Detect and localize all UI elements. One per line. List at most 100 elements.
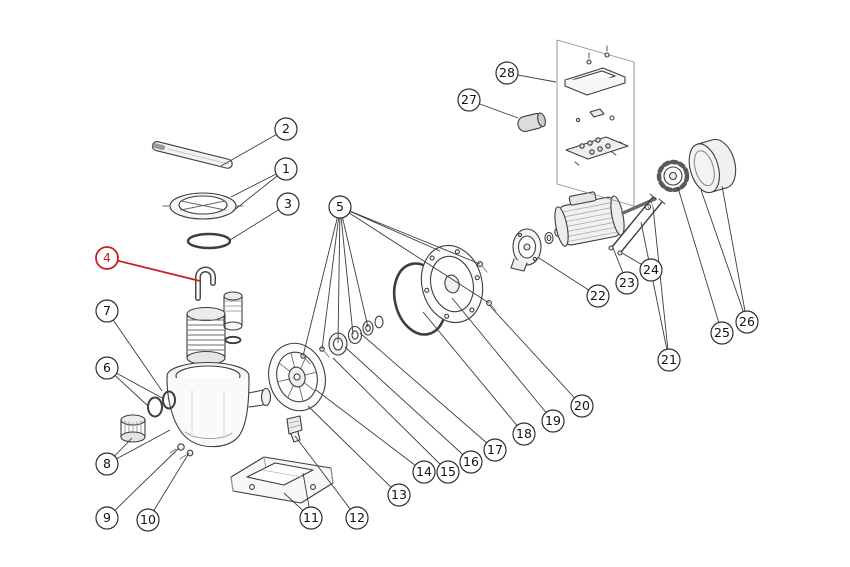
leader-line-4 <box>106 257 201 282</box>
callout-3[interactable]: 3 <box>276 192 300 216</box>
callout-circle-5[interactable] <box>328 195 352 219</box>
leader-line-17 <box>359 332 496 451</box>
callout-circle-11[interactable] <box>299 506 323 530</box>
leader-line-22 <box>538 257 599 297</box>
callout-28[interactable]: 28 <box>495 61 519 85</box>
callout-circle-4[interactable] <box>95 246 119 270</box>
callout-circle-17[interactable] <box>483 438 507 462</box>
callout-15[interactable]: 15 <box>436 460 460 484</box>
callout-circle-8[interactable] <box>95 452 119 476</box>
callout-circle-24[interactable] <box>639 258 663 282</box>
leader-line-19 <box>451 297 554 422</box>
callout-circle-12[interactable] <box>345 506 369 530</box>
callout-circle-7[interactable] <box>95 299 119 323</box>
callout-circle-10[interactable] <box>136 508 160 532</box>
callout-4[interactable]: 4 <box>95 246 119 270</box>
callout-circle-20[interactable] <box>570 394 594 418</box>
callout-24[interactable]: 24 <box>639 258 663 282</box>
callout-19[interactable]: 19 <box>541 409 565 433</box>
callout-circle-2[interactable] <box>274 117 298 141</box>
callout-17[interactable]: 17 <box>483 438 507 462</box>
callout-25[interactable]: 25 <box>710 321 734 345</box>
drain-plug-screws-part <box>169 443 194 460</box>
motor-bracket-part <box>510 228 542 272</box>
callout-27[interactable]: 27 <box>457 88 481 112</box>
callout-2[interactable]: 2 <box>274 117 298 141</box>
callout-circle-6[interactable] <box>95 356 119 380</box>
callout-number-18: 18 <box>516 426 532 441</box>
callout-circle-14[interactable] <box>412 460 436 484</box>
callout-20[interactable]: 20 <box>570 394 594 418</box>
leader-line-20 <box>488 304 583 407</box>
capacitor-part <box>517 112 546 133</box>
diffuser-part <box>268 342 326 412</box>
leader-line-5 <box>339 206 441 252</box>
callout-22[interactable]: 22 <box>586 284 610 308</box>
callout-number-5: 5 <box>336 199 344 214</box>
callout-number-21: 21 <box>661 352 677 367</box>
callout-circle-21[interactable] <box>657 348 681 372</box>
callout-circle-9[interactable] <box>95 506 119 530</box>
mechanical-seal-part <box>328 315 384 356</box>
callout-number-12: 12 <box>349 510 365 525</box>
callout-circle-3[interactable] <box>276 192 300 216</box>
callout-number-3: 3 <box>284 196 292 211</box>
leader-line-5 <box>339 206 369 328</box>
callout-number-13: 13 <box>391 487 407 502</box>
leader-line-26 <box>700 189 748 323</box>
callout-number-28: 28 <box>499 65 515 80</box>
leader-line-5 <box>337 206 341 344</box>
callout-26[interactable]: 26 <box>735 310 759 334</box>
callout-circle-18[interactable] <box>512 422 536 446</box>
leader-line-5 <box>339 206 481 265</box>
callout-23[interactable]: 23 <box>615 271 639 295</box>
callout-21[interactable]: 21 <box>657 348 681 372</box>
leader-line-5 <box>339 206 354 335</box>
callout-18[interactable]: 18 <box>512 422 536 446</box>
callout-circle-28[interactable] <box>495 61 519 85</box>
callout-circle-27[interactable] <box>457 88 481 112</box>
callout-circle-26[interactable] <box>735 310 759 334</box>
union-fittings-part <box>120 390 176 443</box>
callout-number-8: 8 <box>103 456 111 471</box>
callout-number-2: 2 <box>282 121 290 136</box>
lid-o-ring-part <box>186 232 232 250</box>
callout-circle-23[interactable] <box>615 271 639 295</box>
callout-10[interactable]: 10 <box>136 508 160 532</box>
leader-line-25 <box>677 187 723 334</box>
callout-circle-25[interactable] <box>710 321 734 345</box>
callout-circle-16[interactable] <box>459 450 483 474</box>
callout-12[interactable]: 12 <box>345 506 369 530</box>
callout-9[interactable]: 9 <box>95 506 119 530</box>
callout-1[interactable]: 1 <box>274 157 298 181</box>
callout-circle-1[interactable] <box>274 157 298 181</box>
callout-circle-22[interactable] <box>586 284 610 308</box>
leader-line-21 <box>640 221 670 361</box>
leader-line-5 <box>302 206 341 357</box>
callout-circle-13[interactable] <box>387 483 411 507</box>
callout-circle-19[interactable] <box>541 409 565 433</box>
callout-6[interactable]: 6 <box>95 356 119 380</box>
callout-number-14: 14 <box>416 464 432 479</box>
callout-14[interactable]: 14 <box>412 460 436 484</box>
pump-housing-part <box>166 361 272 448</box>
leader-line-7 <box>106 310 163 392</box>
callout-5[interactable]: 5 <box>328 195 352 219</box>
leader-line-5 <box>321 206 341 350</box>
callout-number-23: 23 <box>619 275 635 290</box>
callout-16[interactable]: 16 <box>459 450 483 474</box>
callout-11[interactable]: 11 <box>299 506 323 530</box>
callout-number-19: 19 <box>545 413 561 428</box>
callout-number-22: 22 <box>590 288 606 303</box>
callout-7[interactable]: 7 <box>95 299 119 323</box>
callout-circle-15[interactable] <box>436 460 460 484</box>
leader-line-10 <box>147 452 190 521</box>
motor-part <box>554 191 625 247</box>
leader-line-9 <box>106 447 180 519</box>
standpipe-part <box>195 266 216 301</box>
callout-8[interactable]: 8 <box>95 452 119 476</box>
callout-13[interactable]: 13 <box>387 483 411 507</box>
callout-number-27: 27 <box>461 92 477 107</box>
